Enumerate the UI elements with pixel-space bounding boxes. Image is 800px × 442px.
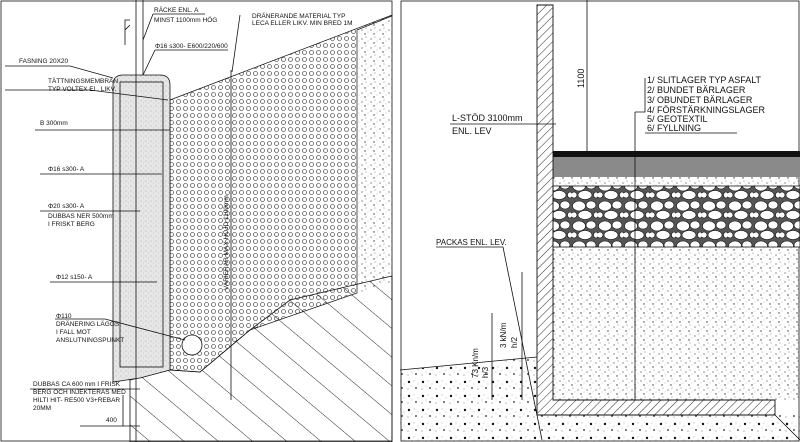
label-load-1: 73 Kn/m bbox=[471, 348, 480, 378]
layer-bound-base bbox=[553, 157, 800, 177]
layer-reinforcement bbox=[552, 185, 800, 248]
label-height-note: VARIERAR MAX HÖJD 1100mm bbox=[222, 195, 230, 290]
layer-item: 2/ BUNDET BÄRLAGER bbox=[647, 85, 746, 95]
label-pipe-4: ANSLUTNINGSPUNKT bbox=[56, 337, 124, 344]
label-rebar-top: Φ16 s300- E600/220/600 bbox=[155, 43, 228, 50]
label-dim-1100: 1100 bbox=[576, 69, 586, 88]
load-dimension-lines bbox=[491, 272, 523, 400]
leader-chamfer bbox=[5, 65, 114, 79]
label-load-2-pos: h/2 bbox=[510, 336, 519, 348]
label-railing-height: MINST 1100mm HÖG bbox=[154, 16, 217, 24]
layer-fill bbox=[553, 247, 800, 400]
label-anchor-4: 20MM bbox=[33, 405, 51, 412]
layer-item: 4/ FÖRSTÄRKNINGSLAGER bbox=[647, 105, 766, 115]
label-packing: PACKAS ENL. LEV. bbox=[436, 238, 507, 247]
rebar-cage bbox=[119, 81, 164, 368]
concrete-wall bbox=[112, 74, 171, 383]
section-marker-icon bbox=[124, 19, 131, 45]
label-dim-400: 400 bbox=[106, 417, 117, 424]
label-pipe-2: DRÄNERING LÄGGS bbox=[56, 320, 120, 328]
label-drain-material-2: LECA ELLER LIKV. MIN BRED 1M bbox=[252, 20, 353, 27]
layer-item: 6/ FYLLNING bbox=[647, 123, 701, 133]
backfill-left bbox=[400, 357, 537, 442]
leader-railing bbox=[142, 13, 205, 41]
drain-pipe bbox=[181, 334, 203, 356]
label-l-support: L-STÖD 3100mm bbox=[452, 113, 523, 123]
label-rebar-1: Φ16 s300- A bbox=[48, 166, 85, 173]
label-anchor-3: HILTI HIT- RE500 V3+REBAR bbox=[33, 397, 120, 404]
layer-unbound-base bbox=[553, 177, 800, 186]
label-rebar-2: Φ20 s300- A bbox=[48, 203, 85, 210]
leader-packing bbox=[436, 246, 543, 441]
leader-membrane bbox=[5, 89, 169, 101]
layer-leader bbox=[634, 78, 737, 401]
label-l-support-2: ENL. LEV bbox=[452, 126, 492, 136]
label-anchor-2: BERG OCH INJEKTERAS MED bbox=[33, 389, 126, 396]
left-detail-retaining-wall: RÄCKE ENL. A MINST 1100mm HÖG DRÄNERANDE… bbox=[0, 0, 393, 442]
label-thickness: B 300mm bbox=[40, 120, 68, 127]
layer-list: 1/ SLITLAGER TYP ASFALT 2/ BUNDET BÄRLAG… bbox=[647, 75, 766, 133]
foundation-fill bbox=[537, 415, 800, 442]
label-drain-material: DRÄNERANDE MATERIAL TYP bbox=[252, 12, 345, 20]
label-membrane-2: TYP VOLTEX EL. LIKV. bbox=[48, 86, 116, 93]
leader-drainage bbox=[231, 14, 241, 73]
label-load-2: 3 kN/m bbox=[499, 322, 508, 348]
label-load-1-pos: h/3 bbox=[481, 366, 490, 378]
leader-pipe bbox=[55, 318, 186, 341]
right-detail-l-support: L-STÖD 3100mm ENL. LEV 1100 PACKAS ENL. … bbox=[399, 0, 800, 442]
label-anchor: DUBBAS CA 600 mm I FRISK bbox=[33, 381, 121, 388]
dim-400-line bbox=[80, 395, 140, 427]
gravel-fill bbox=[357, 15, 392, 293]
layer-item: 1/ SLITLAGER TYP ASFALT bbox=[647, 75, 762, 85]
label-rebar-3: Φ12 s150- A bbox=[56, 274, 93, 281]
foundation-edge bbox=[774, 414, 800, 441]
label-pipe: Φ110 bbox=[56, 313, 72, 320]
ground-line bbox=[399, 356, 538, 371]
label-dowel: DUBBAS NER 500mm bbox=[48, 213, 114, 220]
layer-asphalt bbox=[553, 151, 800, 157]
layer-item: 3/ OBUNDET BÄRLAGER bbox=[647, 95, 753, 105]
layer-item: 5/ GEOTEXTIL bbox=[647, 114, 708, 124]
label-dowel-2: I FRISKT BERG bbox=[48, 221, 95, 228]
label-membrane: TÄTTNINGSMEMBRAN bbox=[48, 77, 118, 85]
label-pipe-3: I FALL MOT bbox=[56, 329, 91, 336]
leader-rebar-top bbox=[142, 49, 228, 76]
label-chamfer: FASNING 20X20 bbox=[19, 58, 69, 65]
label-railing: RÄCKE ENL. A bbox=[154, 6, 199, 14]
